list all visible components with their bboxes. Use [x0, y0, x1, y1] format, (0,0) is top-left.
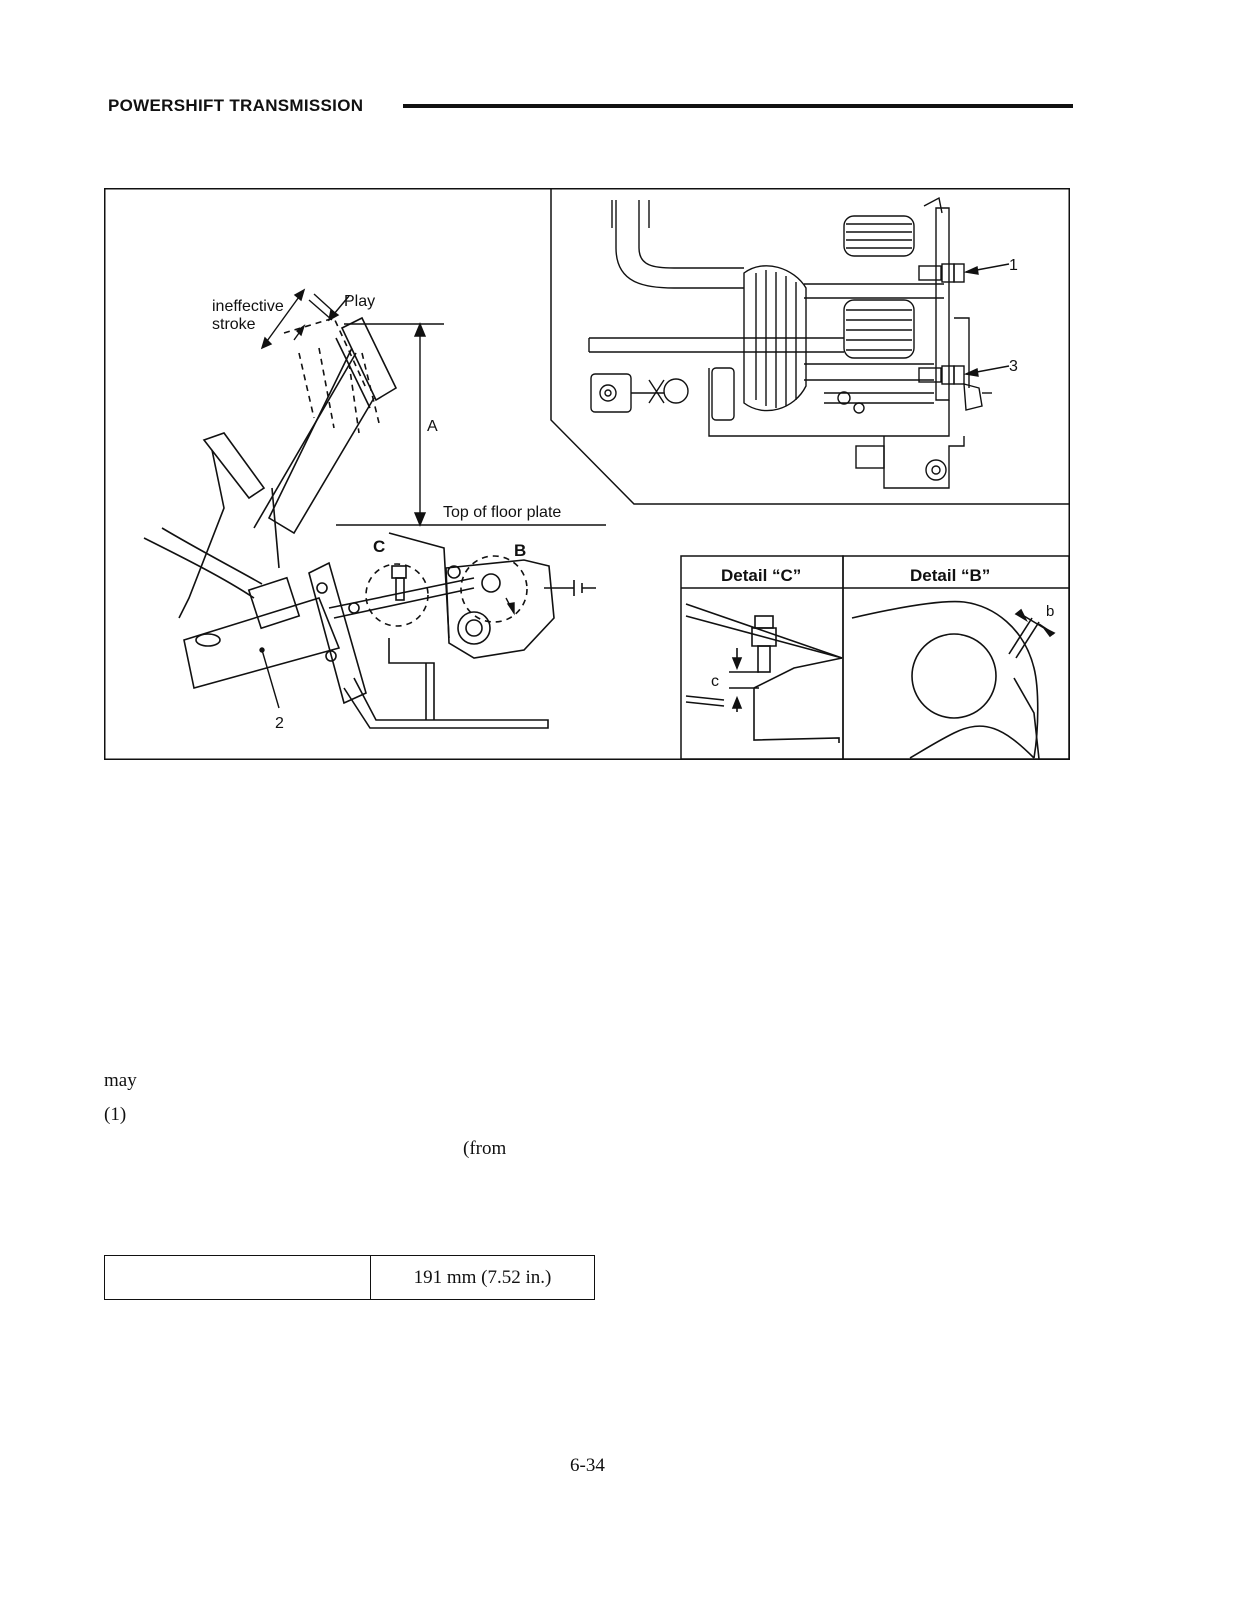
spec-value-cell: 191 mm (7.52 in.): [370, 1255, 595, 1300]
ineffective-label: ineffective: [212, 298, 284, 315]
detail-c-marker: [365, 563, 429, 627]
detail-c-title: Detail “C”: [721, 566, 801, 585]
pedal-adjustment-figure: ineffective stroke Play A Top of floor p…: [104, 188, 1070, 760]
spec-label-cell: [104, 1255, 371, 1300]
table-row: 191 mm (7.52 in.): [104, 1255, 595, 1300]
dimension-a-label: A: [427, 418, 438, 435]
callout-1: 1: [1009, 257, 1018, 274]
detail-b-marker: [460, 555, 528, 623]
callout-leaders: [963, 263, 1010, 377]
detail-c-callout: C: [373, 537, 385, 556]
floor-plate-label: Top of floor plate: [443, 504, 561, 521]
body-text-step-1: (1): [104, 1104, 127, 1125]
body-text-from: (from: [463, 1138, 507, 1159]
detail-b-box: [842, 555, 1070, 760]
figure-frame: [104, 188, 1070, 760]
header-rule: [403, 104, 1073, 108]
detail-b-drawing: [851, 600, 1056, 760]
detail-b-title: Detail “B”: [910, 566, 990, 585]
detail-c-drawing: [685, 603, 843, 743]
dimension-a: [336, 322, 606, 527]
pedal-side-view: [143, 316, 596, 729]
pedal-top-view-inset: [550, 188, 1069, 505]
detail-b-callout: B: [514, 541, 526, 560]
stroke-label: stroke: [212, 316, 256, 333]
section-title: POWERSHIFT TRANSMISSION: [108, 96, 364, 115]
spec-table: 191 mm (7.52 in.): [104, 1255, 595, 1300]
callout-3: 3: [1009, 358, 1018, 375]
callout-2: 2: [275, 715, 284, 732]
detail-c-box: [680, 555, 844, 760]
play-label: Play: [344, 293, 375, 310]
detail-b-gap-label: b: [1046, 603, 1054, 620]
body-text-may: may: [104, 1070, 137, 1091]
detail-c-gap-label: c: [711, 673, 719, 690]
stroke-play-arrows: [259, 288, 515, 709]
page-number: 6-34: [570, 1455, 605, 1476]
pedal-top-view: [588, 196, 992, 489]
